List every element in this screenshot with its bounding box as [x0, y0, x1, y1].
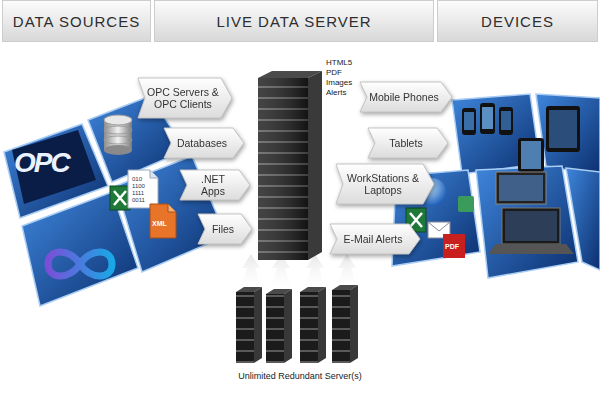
icon-text: XML	[152, 220, 167, 228]
label-text: Tablets	[380, 137, 435, 149]
server-front	[300, 292, 318, 363]
icon-text: 0011	[132, 197, 145, 204]
server-side	[284, 289, 292, 363]
source-label: Files	[198, 214, 252, 244]
server-side	[254, 287, 262, 363]
document-icon	[128, 170, 158, 208]
arrow-label-outline	[360, 82, 452, 112]
label-text: .NET Apps	[180, 173, 250, 197]
tile	[452, 94, 540, 174]
section-header: DATA SOURCES	[2, 0, 151, 42]
arrow-label-outline	[164, 128, 244, 158]
label-text: WorkStations & Laptops	[336, 172, 434, 196]
rack-side	[308, 71, 322, 260]
server-caption: Unlimited Redundant Server(s)	[200, 371, 400, 382]
format-label: Images	[326, 78, 352, 88]
label-text: E-Mail Alerts	[335, 233, 416, 245]
icon-text: 010	[132, 176, 142, 183]
server-front	[332, 290, 350, 363]
format-label: Alerts	[326, 88, 346, 98]
logo-text: OPC	[14, 146, 69, 180]
device-label: WorkStations & Laptops	[336, 164, 434, 204]
database-icon	[104, 115, 132, 155]
server-front	[236, 292, 254, 363]
header-text: DEVICES	[481, 13, 554, 30]
section-header: DEVICES	[437, 0, 598, 42]
arrow-label-outline	[368, 128, 448, 158]
label-text: Files	[203, 223, 247, 235]
excel-icon	[110, 186, 130, 210]
source-label: .NET Apps	[180, 170, 250, 200]
icon-text: PDF	[445, 243, 459, 251]
pdf-icon	[443, 234, 465, 258]
header-text: LIVE DATA SERVER	[216, 13, 371, 30]
icon-text: 1100	[132, 183, 145, 190]
tile	[536, 94, 600, 176]
redundant-servers	[236, 285, 358, 363]
arrow-label-outline	[180, 170, 250, 200]
arrow-label-outline	[330, 224, 420, 254]
header-text: DATA SOURCES	[13, 13, 140, 30]
phone-icons	[462, 103, 513, 135]
arrow-label-outline	[198, 214, 252, 244]
tile	[566, 168, 600, 270]
format-label: PDF	[326, 68, 342, 78]
icon-text: 1111	[132, 190, 144, 197]
format-label: HTML5	[326, 58, 352, 68]
rack-front	[258, 78, 308, 260]
label-text: Mobile Phones	[360, 91, 451, 103]
device-label: E-Mail Alerts	[330, 224, 420, 254]
opc-logo-plate	[12, 130, 96, 204]
server-side	[350, 285, 358, 363]
label-text: Databases	[168, 137, 240, 149]
device-label: Tablets	[368, 128, 448, 158]
tile	[476, 166, 578, 278]
workstation-icon	[496, 172, 546, 204]
label-text: OPC Servers & OPC Clients	[138, 86, 232, 110]
section-header: LIVE DATA SERVER	[154, 0, 434, 42]
server-front	[266, 294, 284, 363]
laptop-icon	[488, 208, 574, 254]
arrow-label-outline	[336, 164, 434, 204]
tablet-icons	[518, 106, 580, 172]
dotnet-logo	[48, 252, 112, 276]
main-server-rack	[258, 71, 322, 260]
source-label: Databases	[164, 128, 244, 158]
xml-file-icon	[150, 204, 176, 238]
arrow-label-outline	[138, 78, 232, 118]
rack-shade	[258, 78, 308, 260]
source-label: OPC Servers & OPC Clients	[138, 78, 232, 118]
server-side	[318, 287, 326, 363]
green-app-icon	[458, 196, 474, 212]
device-label: Mobile Phones	[360, 82, 452, 112]
